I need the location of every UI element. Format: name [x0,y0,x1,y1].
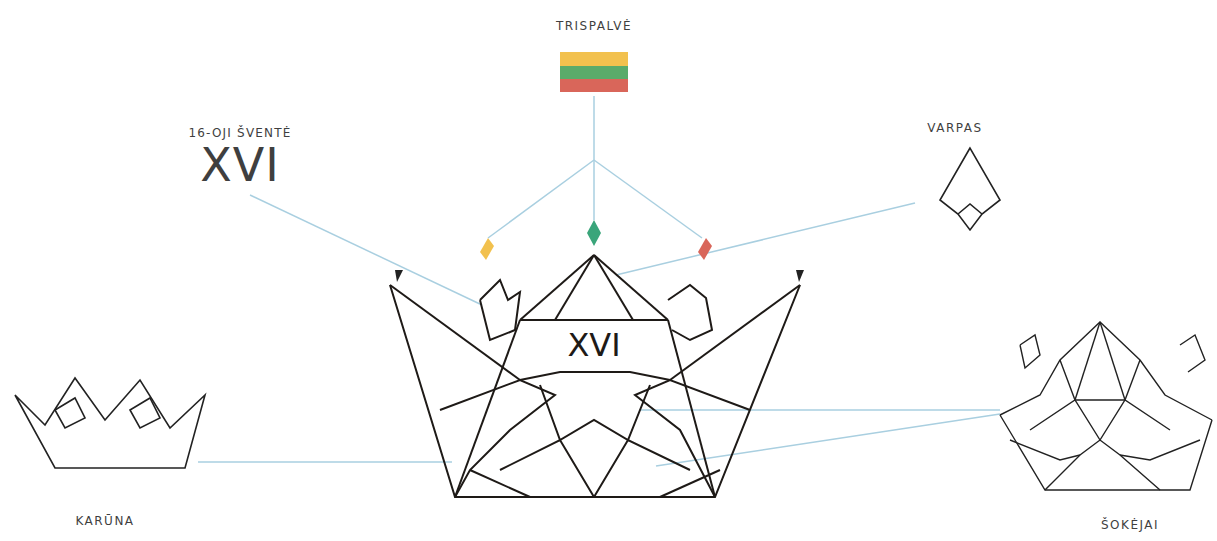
crown-numeral: XVI [564,328,623,363]
bell-label: VARPAS [927,122,982,135]
roman-numeral: XVI [200,140,280,191]
bell-icon [940,148,1000,230]
leader-lines [198,96,1000,466]
wedge [395,270,403,282]
anniversary-label: 16-OJI ŠVENTĖ [188,127,291,140]
red-diamond [698,238,712,260]
crown-logo [390,255,800,497]
yellow-diamond [480,238,494,260]
flag-icon [560,52,628,92]
wedge [796,270,804,282]
dancers-icon [1000,322,1212,490]
crown-label: KARŪNA [75,515,134,528]
flag-label: TRISPALVĖ [556,20,632,33]
dancers-label: ŠOKĖJAI [1101,519,1159,532]
small-crown-icon [15,378,205,468]
green-diamond [587,220,601,246]
